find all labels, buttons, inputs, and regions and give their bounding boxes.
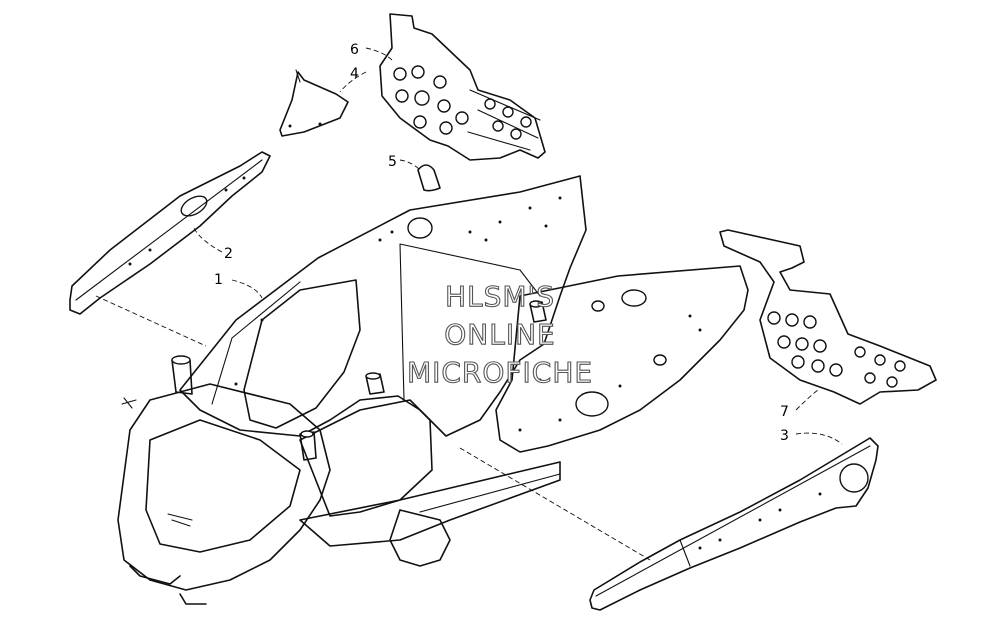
part-1-chassis xyxy=(117,175,749,605)
callout-2: 2 xyxy=(224,246,233,262)
callout-7: 7 xyxy=(780,404,789,420)
callout-4: 4 xyxy=(350,66,359,82)
callout-labels: 6 4 5 2 1 7 3 xyxy=(214,42,789,444)
part-6-plate xyxy=(379,13,546,161)
leader-lines xyxy=(193,47,843,445)
watermark-line-2: ONLINE xyxy=(444,318,555,351)
callout-3: 3 xyxy=(780,428,789,444)
watermark-line-3: MICROFICHE xyxy=(407,356,593,389)
part-2-rail xyxy=(69,151,271,315)
callout-1: 1 xyxy=(214,272,223,288)
watermark-line-1: HLSM'S xyxy=(445,280,555,313)
watermark: HLSM'S ONLINE MICROFICHE xyxy=(406,279,593,389)
part-5-clip xyxy=(417,164,441,192)
callout-6: 6 xyxy=(350,42,359,58)
part-4-panel xyxy=(279,69,349,137)
assembly-lines xyxy=(95,295,651,561)
part-7-plate xyxy=(719,229,937,405)
part-3-rail xyxy=(589,437,879,611)
callout-5: 5 xyxy=(388,154,397,170)
